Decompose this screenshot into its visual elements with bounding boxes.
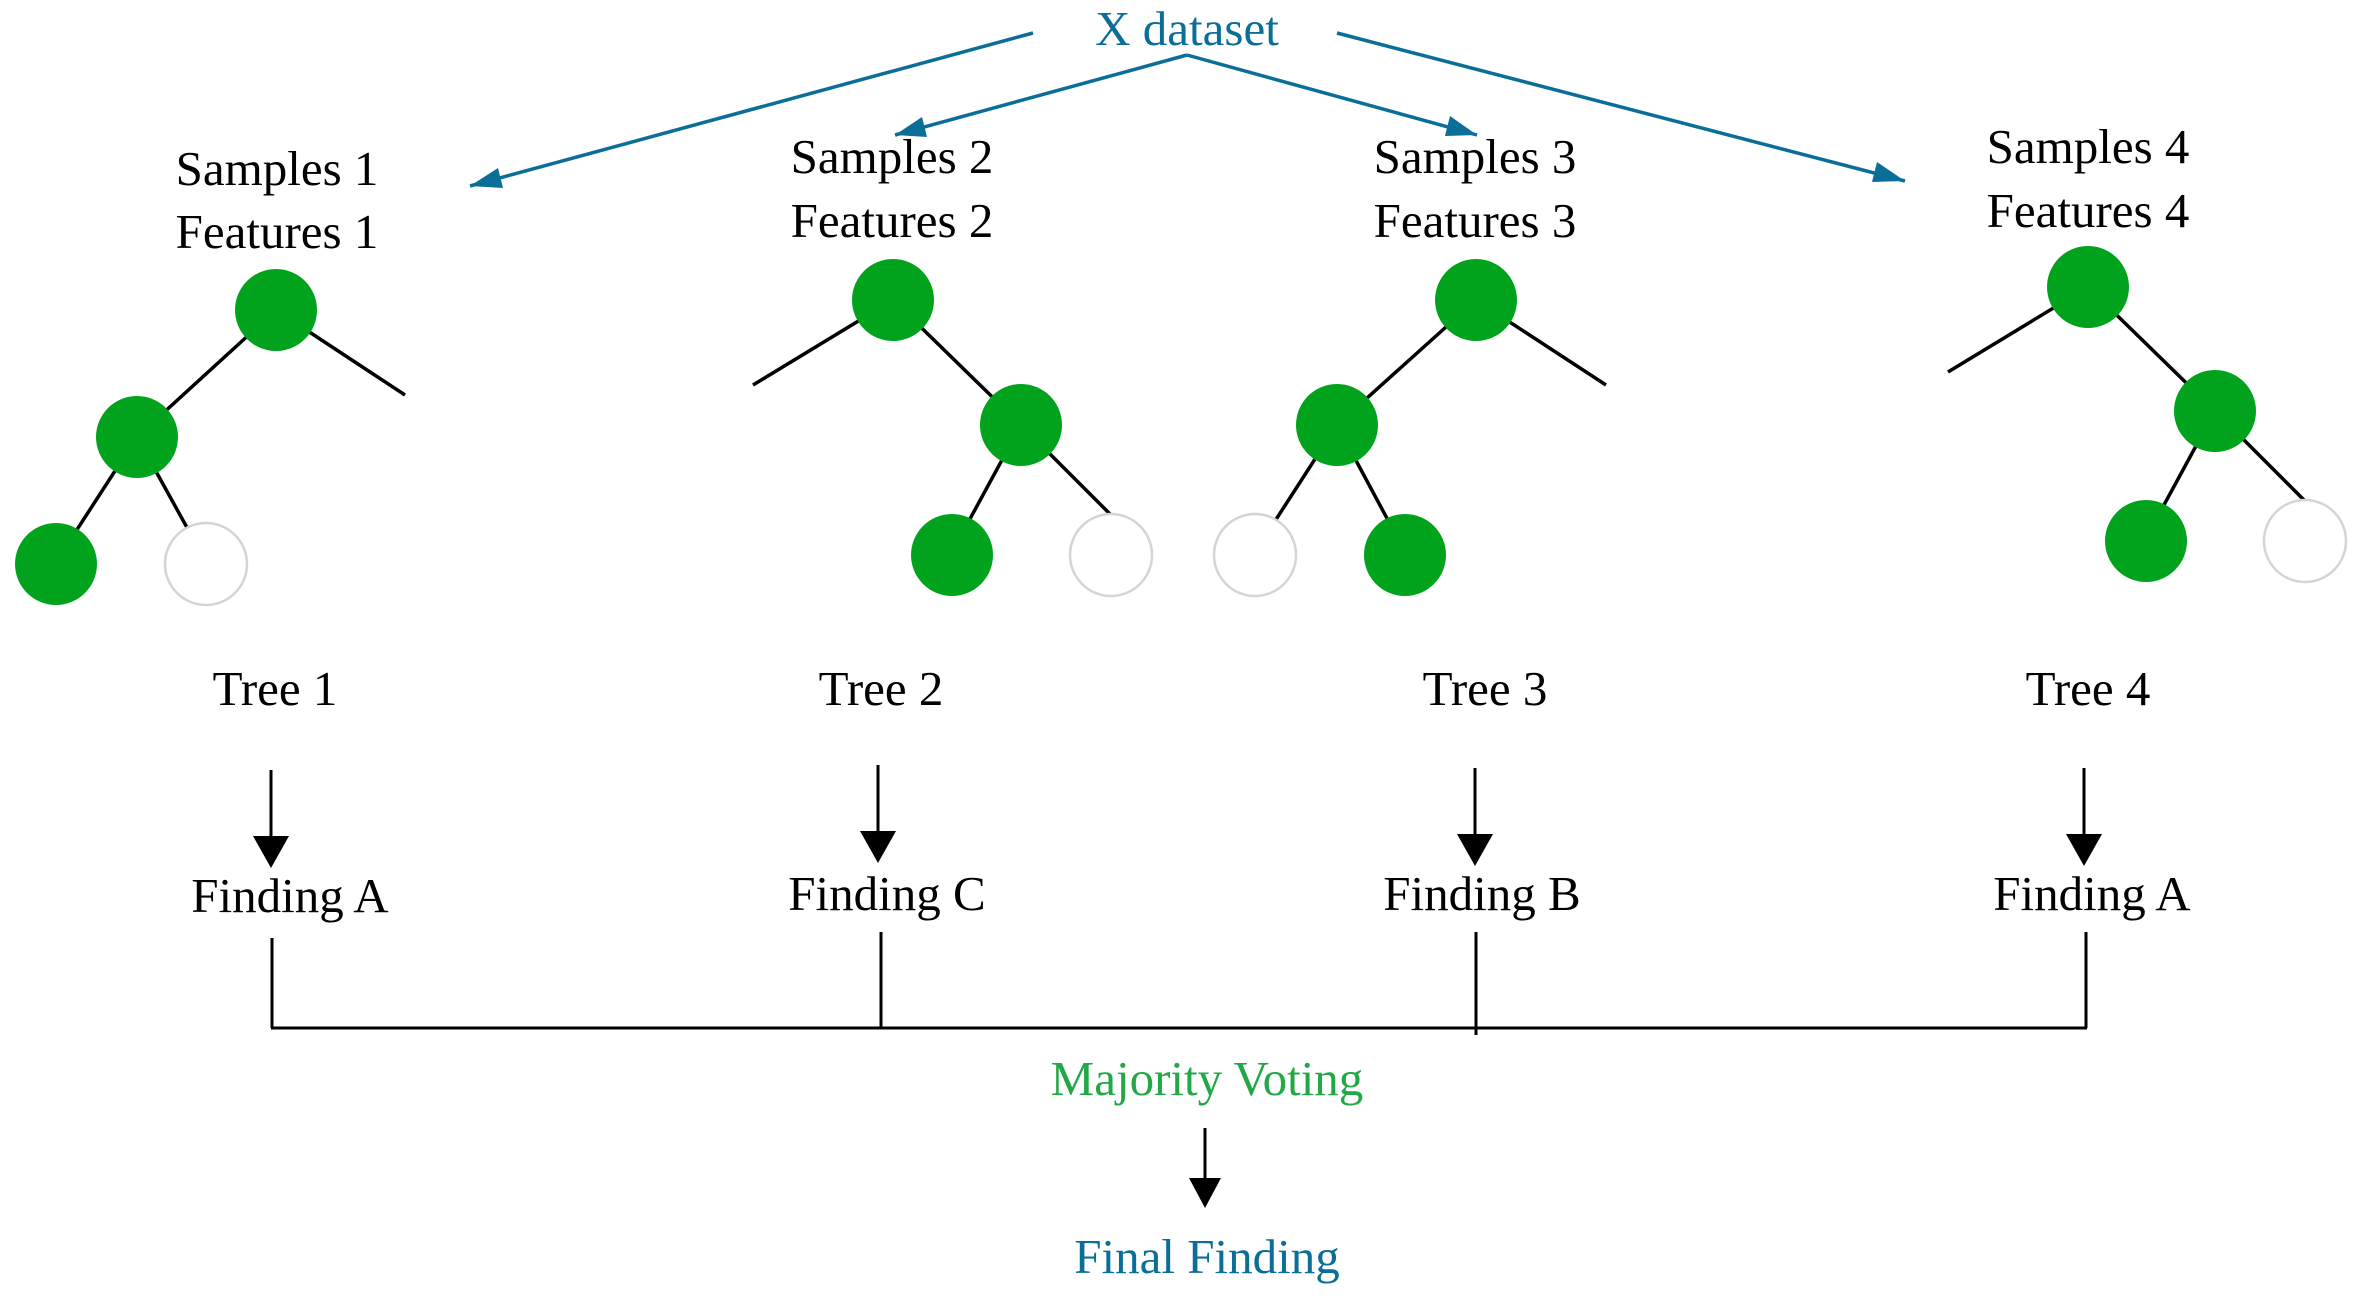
final-finding-label: Final Finding bbox=[1074, 1229, 1339, 1284]
voting-output-arrowhead bbox=[1189, 1178, 1221, 1208]
tree-1-leaf-left bbox=[15, 523, 97, 605]
tree-1-node-left bbox=[96, 396, 178, 478]
dataset-arrowhead-1 bbox=[470, 168, 503, 188]
tree-4-node-right bbox=[2174, 370, 2256, 452]
tree-3-node-left bbox=[1296, 384, 1378, 466]
tree-1-root-node bbox=[235, 269, 317, 351]
tree-4-leaf-right bbox=[2262, 498, 2348, 584]
aggregation-bracket bbox=[270, 932, 2088, 1035]
dataset-arrow-4 bbox=[1336, 31, 1906, 183]
tree-2-root-node bbox=[852, 259, 934, 341]
features-label-3: Features 3 bbox=[1374, 193, 1577, 248]
tree-group-1: Samples 1 Features 1 Tree 1 Finding A bbox=[15, 141, 406, 923]
samples-label-1: Samples 1 bbox=[176, 141, 379, 196]
finding-label-2: Finding C bbox=[788, 866, 985, 921]
dataset-arrow-3 bbox=[1186, 53, 1478, 137]
tree-2-output-arrowhead bbox=[860, 831, 896, 863]
tree-3-output-arrowhead bbox=[1457, 834, 1493, 866]
tree-4-output-arrowhead bbox=[2066, 834, 2102, 866]
tree-label-4: Tree 4 bbox=[2026, 661, 2151, 716]
tree-2 bbox=[752, 259, 1154, 598]
finding-label-3: Finding B bbox=[1383, 866, 1580, 921]
dataset-distribution-arrows bbox=[469, 31, 1906, 188]
tree-group-3: Samples 3 Features 3 Tree 3 Finding B bbox=[1212, 129, 1607, 921]
tree-3-leaf-left bbox=[1212, 512, 1298, 598]
tree-1-leaf-right bbox=[163, 521, 249, 607]
dataset-arrow-2 bbox=[894, 53, 1188, 137]
dataset-arrowhead-4 bbox=[1872, 162, 1905, 182]
features-label-1: Features 1 bbox=[176, 204, 379, 259]
tree-1-output-arrowhead bbox=[253, 836, 289, 868]
tree-4-leaf-left bbox=[2105, 500, 2187, 582]
tree-4 bbox=[1947, 246, 2348, 584]
tree-4-root-node bbox=[2047, 246, 2129, 328]
tree-label-2: Tree 2 bbox=[819, 661, 944, 716]
features-label-2: Features 2 bbox=[791, 193, 994, 248]
tree-group-2: Samples 2 Features 2 Tree 2 Finding C bbox=[752, 129, 1154, 921]
tree-3 bbox=[1212, 259, 1607, 598]
dataset-arrowhead-2 bbox=[895, 117, 927, 137]
tree-3-root-node bbox=[1435, 259, 1517, 341]
samples-label-3: Samples 3 bbox=[1374, 129, 1577, 184]
features-label-4: Features 4 bbox=[1987, 183, 2190, 238]
finding-label-4: Finding A bbox=[1993, 866, 2191, 921]
tree-label-1: Tree 1 bbox=[213, 661, 338, 716]
tree-2-node-right bbox=[980, 384, 1062, 466]
tree-3-leaf-right bbox=[1364, 514, 1446, 596]
tree-group-4: Samples 4 Features 4 Tree 4 Finding A bbox=[1947, 119, 2348, 921]
tree-2-leaf-right bbox=[1068, 512, 1154, 598]
samples-label-2: Samples 2 bbox=[791, 129, 994, 184]
dataset-arrow-1 bbox=[469, 31, 1034, 188]
samples-label-4: Samples 4 bbox=[1987, 119, 2190, 174]
tree-label-3: Tree 3 bbox=[1423, 661, 1548, 716]
dataset-arrowhead-3 bbox=[1445, 116, 1477, 136]
finding-label-1: Finding A bbox=[191, 868, 389, 923]
tree-1 bbox=[15, 269, 406, 607]
majority-voting-label: Majority Voting bbox=[1051, 1051, 1364, 1106]
dataset-label: X dataset bbox=[1095, 1, 1279, 56]
tree-2-leaf-left bbox=[911, 514, 993, 596]
